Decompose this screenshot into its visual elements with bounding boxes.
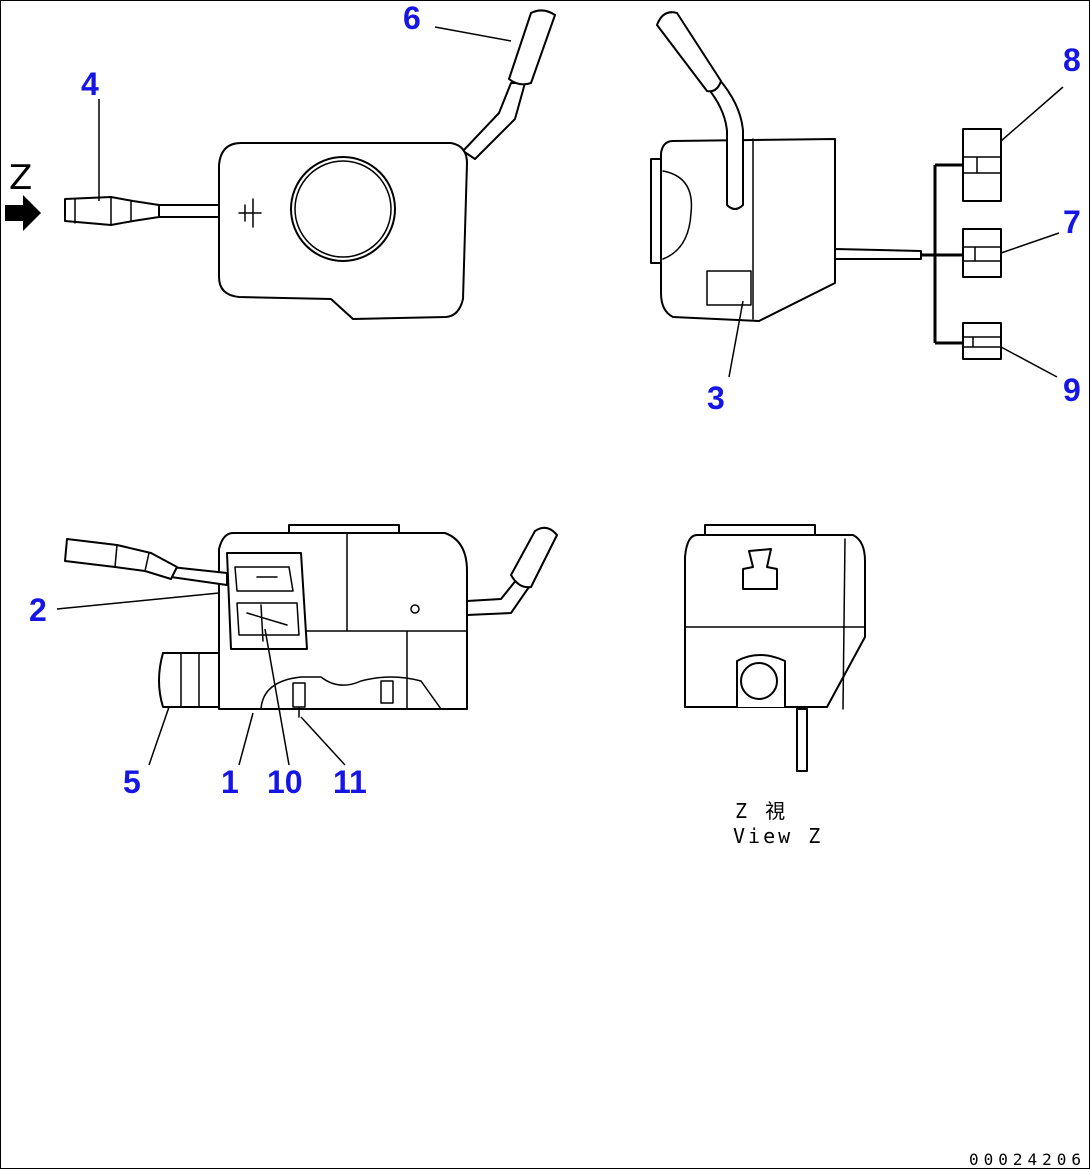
callout-numbers: 6 4 8 7 9 3 2 5 1 10 11 <box>29 1 1081 800</box>
viewz-seams <box>684 538 866 710</box>
leader-6 <box>434 26 512 42</box>
callout-10: 10 <box>267 764 303 800</box>
screw-11 <box>292 682 306 718</box>
document-number: 00024206 <box>969 1150 1086 1169</box>
leader-3 <box>728 300 744 378</box>
lever-arm-6 <box>462 82 526 160</box>
leader-8 <box>1000 86 1064 142</box>
connector-9-detail <box>962 336 1002 348</box>
callout-4: 4 <box>81 66 99 102</box>
harness-branches <box>921 163 963 345</box>
side-dial-profile <box>662 170 693 260</box>
stalk-2-bands <box>114 544 150 572</box>
callout-5: 5 <box>123 764 141 800</box>
switch-body-side <box>660 138 836 322</box>
lower-cutout <box>260 676 442 710</box>
leader-10 <box>264 628 290 766</box>
viewz-knob <box>740 662 778 700</box>
callout-1: 1 <box>221 764 239 800</box>
dial-inner <box>294 160 392 258</box>
connector-7 <box>962 228 1002 278</box>
leader-9 <box>1000 346 1058 378</box>
connector-7-detail <box>962 246 1002 262</box>
callout-2: 2 <box>29 592 47 628</box>
knob-5-ribs <box>180 652 200 708</box>
stalk-tip-2 <box>64 538 178 580</box>
stalk-tip-4 <box>64 196 160 226</box>
viewz-body <box>684 534 866 708</box>
stalk-shaft-4 <box>150 204 220 218</box>
connector-8-detail <box>962 156 1002 174</box>
bottom-view <box>64 524 558 718</box>
front-view: Z <box>5 9 556 320</box>
callout-3: 3 <box>707 380 725 416</box>
side-lever-knob <box>656 11 722 93</box>
top-cap <box>288 524 400 534</box>
leader-7 <box>1000 232 1060 254</box>
dial-outer <box>290 156 396 262</box>
connector-9 <box>962 322 1002 360</box>
side-view <box>650 11 1002 360</box>
leader-1 <box>238 712 254 766</box>
viewz-lever-stub <box>742 548 778 590</box>
lever-knob-6 <box>508 9 556 86</box>
viewz-top-cap <box>704 524 816 536</box>
leader-lines <box>56 26 1064 766</box>
side-lever-arm <box>706 78 744 210</box>
lower-bracket <box>380 680 394 704</box>
rotary-knob-5 <box>158 652 220 708</box>
screw-head <box>410 604 420 614</box>
leader-11 <box>300 716 346 766</box>
view-label-en: View Z <box>733 824 823 848</box>
side-label-plate <box>706 270 752 306</box>
leader-2 <box>56 592 220 610</box>
callout-9: 9 <box>1063 372 1081 408</box>
view-z: Z 視 View Z <box>684 524 866 848</box>
symbol-mark <box>238 198 262 228</box>
callout-7: 7 <box>1063 204 1081 240</box>
view-direction-arrow-icon <box>5 195 41 231</box>
side-cable <box>834 248 922 260</box>
leader-5 <box>148 706 170 766</box>
view-label-jp: Z 視 <box>735 799 788 823</box>
callout-8: 8 <box>1063 42 1081 78</box>
connector-8 <box>962 128 1002 202</box>
callout-11: 11 <box>333 764 367 800</box>
mechanism-detail <box>234 566 300 642</box>
side-faceplate <box>650 158 662 264</box>
lever-knob-bottom <box>510 526 558 589</box>
view-direction-letter: Z <box>9 158 32 198</box>
viewz-cable <box>796 708 808 772</box>
callout-6: 6 <box>403 1 421 36</box>
stalk-bands <box>74 196 132 226</box>
